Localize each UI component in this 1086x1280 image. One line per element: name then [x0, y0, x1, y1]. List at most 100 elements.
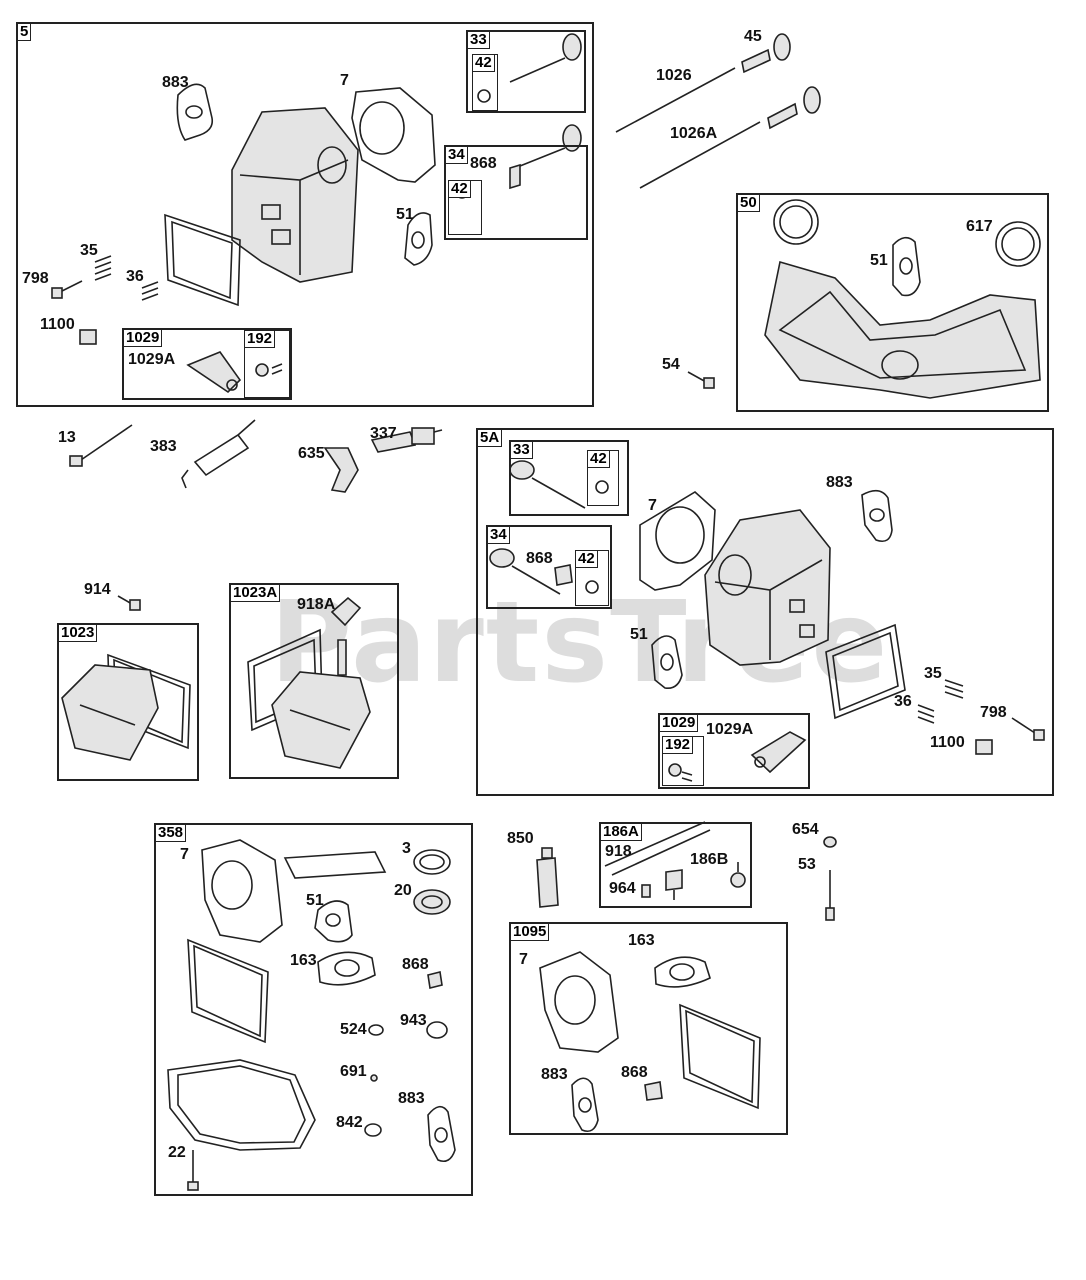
group-33-b: 33: [509, 440, 629, 516]
callout-1100[interactable]: 1100: [930, 734, 965, 751]
rocker-arm-a: [186, 351, 242, 394]
group-33-a-tag: 33: [467, 31, 490, 49]
callout-1026A[interactable]: 1026A: [670, 125, 718, 142]
callout-7[interactable]: 7: [648, 497, 657, 514]
callout-3[interactable]: 3: [402, 840, 411, 857]
group-192-b-tag: 192: [662, 736, 694, 754]
callout-850[interactable]: 850: [507, 830, 534, 847]
callout-842[interactable]: 842: [336, 1114, 363, 1131]
callout-383[interactable]: 383: [150, 438, 177, 455]
bolt-914: [117, 595, 141, 611]
callout-51[interactable]: 51: [870, 252, 888, 269]
callout-883[interactable]: 883: [398, 1090, 425, 1107]
callout-868[interactable]: 868: [526, 550, 553, 567]
callout-524[interactable]: 524: [340, 1021, 367, 1038]
group-1029-b: 1029: [658, 713, 810, 789]
cylinder-head-b: [704, 509, 831, 666]
group-1023-tag: 1023: [58, 624, 98, 642]
callout-617[interactable]: 617: [966, 218, 993, 235]
callout-35[interactable]: 35: [80, 242, 98, 259]
gasket-top-358: [283, 851, 387, 879]
gasket-51-c: [651, 635, 683, 690]
gasket-163-a: [317, 951, 376, 986]
callout-868[interactable]: 868: [470, 155, 497, 172]
group-33-b-tag: 33: [510, 441, 533, 459]
callout-7[interactable]: 7: [180, 846, 189, 863]
group-33-a: 33: [466, 30, 586, 113]
callout-883[interactable]: 883: [826, 474, 853, 491]
callout-868[interactable]: 868: [621, 1064, 648, 1081]
callout-53[interactable]: 53: [798, 856, 816, 873]
ball-691: [370, 1074, 378, 1082]
callout-918[interactable]: 918: [605, 843, 632, 860]
valve-186B: [730, 862, 746, 888]
callout-35[interactable]: 35: [924, 665, 942, 682]
callout-1026[interactable]: 1026: [656, 67, 692, 84]
callout-1100[interactable]: 1100: [40, 316, 75, 333]
callout-45[interactable]: 45: [744, 28, 762, 45]
callout-54[interactable]: 54: [662, 356, 680, 373]
callout-163[interactable]: 163: [628, 932, 655, 949]
callout-337[interactable]: 337: [370, 425, 397, 442]
callout-798[interactable]: 798: [980, 704, 1007, 721]
callout-798[interactable]: 798: [22, 270, 49, 287]
bolt-798-a: [51, 280, 83, 299]
group-42-c: 42: [587, 450, 619, 506]
head-gasket-7-b: [639, 491, 716, 591]
group-358-tag: 358: [155, 824, 187, 842]
head-gasket-7-d: [539, 951, 619, 1053]
spring-35-b: [944, 679, 964, 699]
group-42-d-tag: 42: [575, 550, 598, 568]
hose-918: [604, 821, 711, 876]
group-34-b: 34: [486, 525, 612, 609]
callout-883[interactable]: 883: [541, 1066, 568, 1083]
group-5: 5: [16, 22, 594, 407]
valve-33-b: [509, 460, 609, 509]
callout-36[interactable]: 36: [126, 268, 144, 285]
group-192-a-tag: 192: [244, 330, 276, 348]
nut-654: [823, 836, 837, 848]
callout-691[interactable]: 691: [340, 1063, 367, 1080]
gasket-883-a: [176, 83, 214, 141]
plug-868-d: [644, 1081, 663, 1101]
fitting-964: [641, 884, 651, 898]
callout-964[interactable]: 964: [609, 880, 636, 897]
callout-654[interactable]: 654: [792, 821, 819, 838]
callout-20[interactable]: 20: [394, 882, 412, 899]
callout-163[interactable]: 163: [290, 952, 317, 969]
spring-36-a: [141, 281, 159, 301]
valve-33-a: [477, 33, 582, 103]
callout-1029A[interactable]: 1029A: [706, 721, 754, 738]
callout-186B[interactable]: 186B: [690, 851, 729, 868]
gasket-51-a: [404, 212, 433, 266]
spring-35-a: [94, 255, 112, 281]
callout-13[interactable]: 13: [58, 429, 76, 446]
callout-1029A[interactable]: 1029A: [128, 351, 176, 368]
plug-868-c: [427, 971, 443, 989]
callout-943[interactable]: 943: [400, 1012, 427, 1029]
group-5-tag: 5: [17, 23, 32, 41]
oring-842: [364, 1123, 382, 1137]
valve-cover-gasket-a: [164, 213, 241, 307]
callout-918A[interactable]: 918A: [297, 596, 336, 613]
cylinder-head-a: [231, 107, 359, 283]
callout-883[interactable]: 883: [162, 74, 189, 91]
callout-7[interactable]: 7: [519, 951, 528, 968]
spark-plug-337: [370, 427, 443, 453]
group-34-a: 34: [444, 145, 588, 240]
callout-914[interactable]: 914: [84, 581, 111, 598]
callout-51[interactable]: 51: [306, 892, 324, 909]
group-358: 358: [154, 823, 473, 1196]
group-1023A: 1023A: [229, 583, 399, 779]
valve-cover-1023A: [247, 596, 371, 769]
callout-22[interactable]: 22: [168, 1144, 186, 1161]
callout-7[interactable]: 7: [340, 72, 349, 89]
callout-51[interactable]: 51: [630, 626, 648, 643]
callout-51[interactable]: 51: [396, 206, 414, 223]
callout-36[interactable]: 36: [894, 693, 912, 710]
group-50: 50: [736, 193, 1049, 412]
callout-868[interactable]: 868: [402, 956, 429, 973]
callout-635[interactable]: 635: [298, 445, 325, 462]
group-186A: 186A: [599, 822, 752, 908]
